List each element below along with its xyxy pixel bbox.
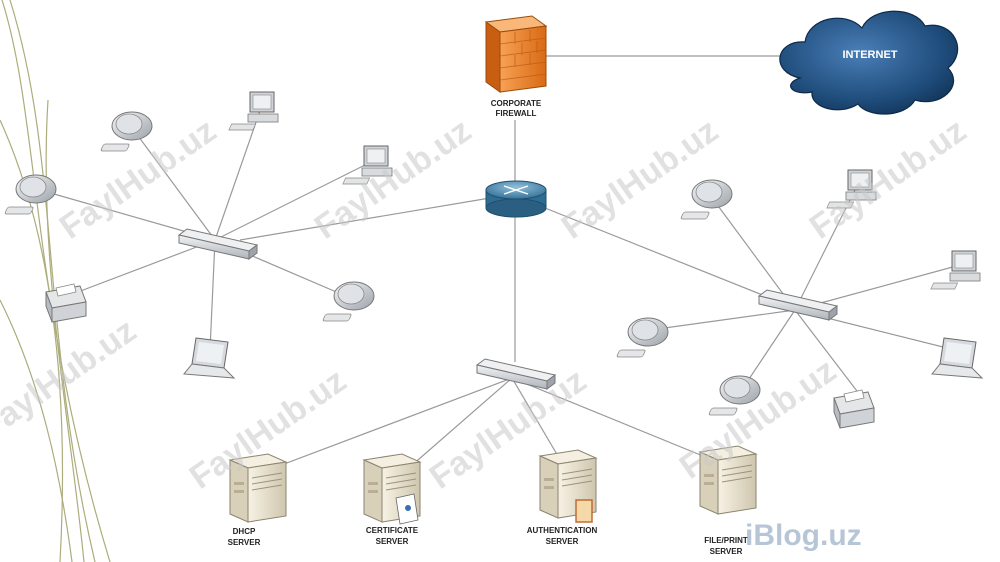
file-print-label-line1: FILE/PRINT	[704, 536, 748, 545]
corporate-firewall: CORPORATE FIREWALL	[484, 15, 548, 118]
certificate-label-line1: CERTIFICATE	[366, 526, 419, 535]
file-print-label-line2: SERVER	[710, 547, 743, 556]
desktop-computer-icon	[615, 317, 669, 358]
dhcp-label-line2: SERVER	[228, 538, 261, 547]
laptop-icon	[931, 337, 983, 379]
desktop-computer-icon	[679, 179, 733, 220]
desktop-computer-icon	[321, 281, 375, 322]
printer-icon	[833, 389, 875, 429]
desktop-computer-icon	[228, 91, 279, 131]
dhcp-label-line1: DHCP	[233, 527, 256, 536]
router-icon	[485, 180, 547, 218]
decorative-curves	[0, 0, 111, 562]
watermark-text: FaylHub.uz	[308, 111, 478, 246]
watermark-text: FaylHub.uz	[0, 311, 143, 446]
watermarks: FaylHub.uz FaylHub.uz FaylHub.uz FaylHub…	[0, 111, 973, 552]
blog-watermark-text: iBlog.uz	[745, 519, 862, 552]
switch-icon-right	[758, 289, 838, 321]
authentication-label-line2: SERVER	[546, 537, 579, 546]
internet-cloud: INTERNET	[779, 10, 959, 115]
laptop-icon	[183, 337, 235, 379]
switch-icon-left	[178, 228, 258, 260]
key-badge-icon	[575, 499, 593, 523]
authentication-label-line1: AUTHENTICATION	[527, 526, 598, 535]
certificate-label-line2: SERVER	[376, 537, 409, 546]
watermark-text: FaylHub.uz	[803, 111, 973, 246]
certificate-badge-icon	[395, 493, 419, 525]
firewall-label-line2: FIREWALL	[496, 109, 537, 118]
firewall-label-line1: CORPORATE	[491, 99, 542, 108]
desktop-computer-icon	[930, 250, 981, 290]
desktop-computer-icon	[3, 174, 57, 215]
watermark-text: FaylHub.uz	[555, 111, 725, 246]
internet-label: INTERNET	[843, 49, 898, 61]
watermark-text: FaylHub.uz	[673, 351, 843, 486]
